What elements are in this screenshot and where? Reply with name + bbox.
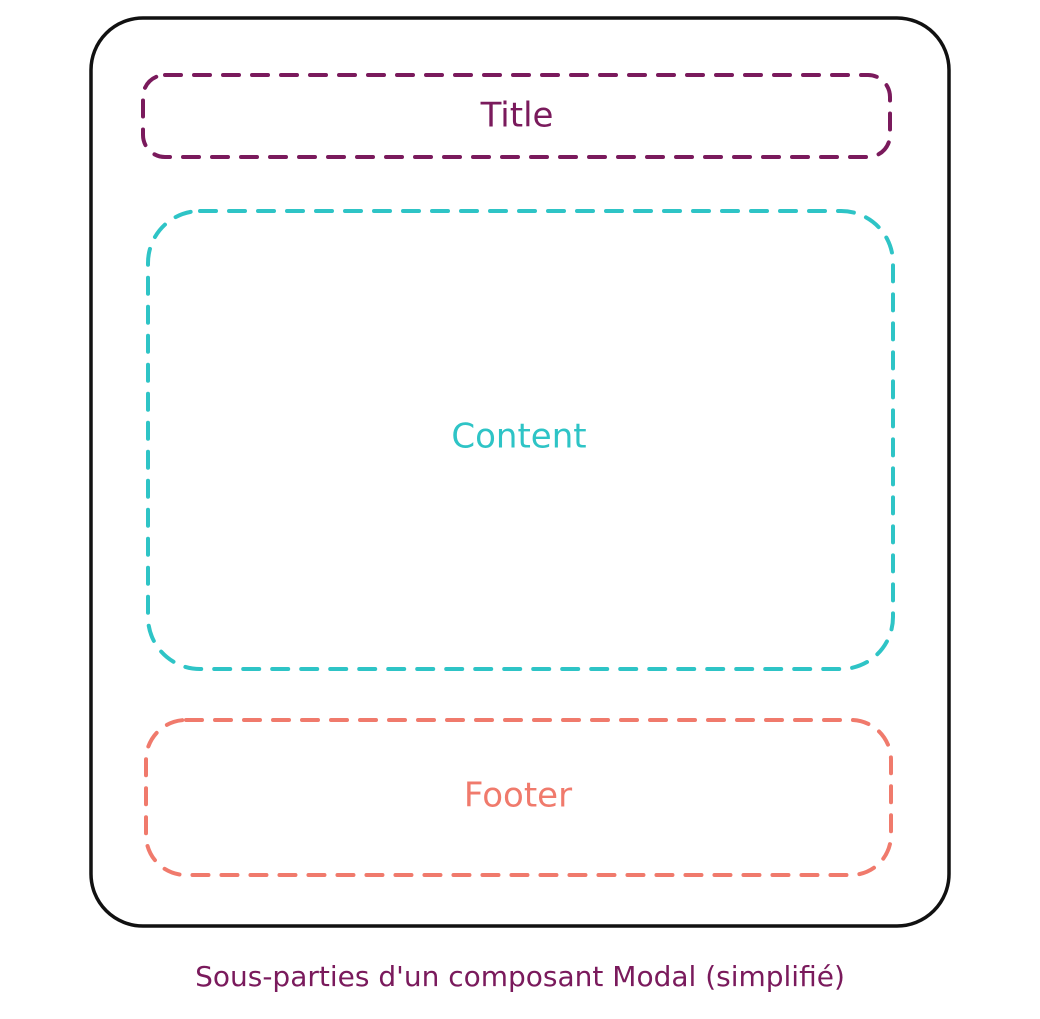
content-region-label: Content (451, 417, 586, 457)
title-region (141, 73, 892, 159)
footer-region (144, 718, 893, 877)
diagram-caption: Sous-parties d'un composant Modal (simpl… (195, 960, 845, 993)
modal-frame (89, 16, 951, 928)
content-region (146, 209, 895, 671)
title-region-label: Title (480, 96, 554, 136)
footer-region-label: Footer (464, 776, 572, 816)
